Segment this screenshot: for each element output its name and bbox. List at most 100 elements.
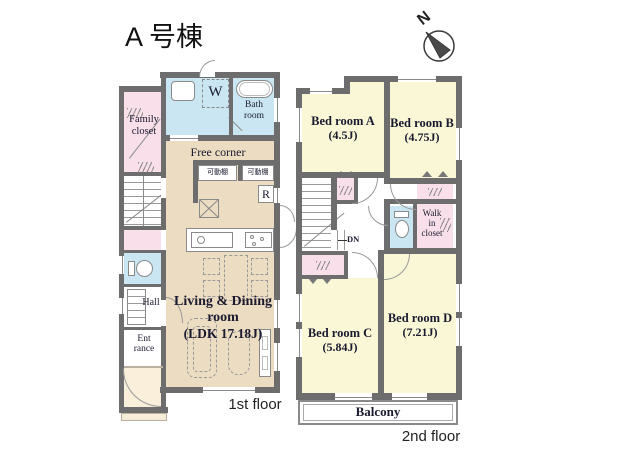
folding-door-mark <box>422 171 432 177</box>
sink-drain-icon <box>197 236 205 244</box>
wall <box>166 135 274 141</box>
wall <box>119 250 166 253</box>
wall <box>229 78 233 135</box>
sofa-seat <box>193 326 211 372</box>
wall <box>302 172 390 178</box>
wall <box>119 172 166 176</box>
wall <box>238 165 242 181</box>
living-dining-label-2: room <box>207 310 239 325</box>
wall <box>119 86 124 412</box>
family-closet-label: Family closet <box>129 114 159 137</box>
toilet-tank-icon <box>394 211 409 218</box>
wic-label-2: in <box>428 218 436 228</box>
tv-board-detail <box>262 356 268 370</box>
toilet-tank-icon <box>128 261 135 276</box>
coffee-table <box>228 331 250 375</box>
dining-chair <box>203 280 220 297</box>
window <box>274 343 280 371</box>
wall <box>456 76 462 400</box>
shoe-cabinet <box>127 289 146 325</box>
burner-dot <box>260 237 264 241</box>
window <box>296 294 302 322</box>
wall <box>302 275 348 279</box>
stove-icon <box>245 232 272 248</box>
washing-machine-label: W <box>208 84 223 100</box>
compass-north-label: N <box>414 8 434 29</box>
bathroom-label: Bath room <box>243 100 265 121</box>
balcony-label: Balcony <box>355 404 401 419</box>
door-opening <box>161 178 166 198</box>
window <box>456 318 462 346</box>
window <box>335 393 372 400</box>
window <box>274 300 280 328</box>
window <box>398 76 436 82</box>
burner-dot <box>252 242 256 246</box>
burner-dot <box>250 235 254 239</box>
wall <box>274 72 280 393</box>
wall <box>378 250 384 393</box>
window <box>392 393 427 400</box>
wall <box>119 226 166 230</box>
room-bed-a <box>350 82 384 96</box>
dining-chair <box>251 280 268 297</box>
stairs-2f <box>302 178 331 250</box>
living-dining-label-1: Living & Dining <box>173 294 273 309</box>
wall <box>161 393 166 408</box>
wic-label-1: Walk <box>422 208 442 218</box>
refrigerator-box <box>258 185 274 203</box>
window <box>119 298 124 314</box>
dining-table <box>224 255 248 301</box>
bedroom-a-label: Bed room A <box>311 114 375 128</box>
bedroom-b-label: Bed room B <box>390 116 454 130</box>
wall <box>296 393 462 400</box>
window <box>203 387 255 393</box>
dn-label: DN <box>347 234 360 244</box>
movable-shelf-label: 可動棚 <box>207 168 228 176</box>
wall <box>302 251 348 255</box>
wall <box>119 284 166 287</box>
page-title: A 号棟 <box>125 22 204 52</box>
bedroom-c-label: Bed room C <box>307 326 373 340</box>
wic-label-3: closet <box>421 228 443 238</box>
stairs-1f-divider <box>143 176 144 226</box>
closet-hatch-icon <box>316 261 330 270</box>
storage-cross-icon <box>199 199 219 218</box>
wall <box>384 199 462 204</box>
porch-step <box>121 413 167 421</box>
movable-shelf-box <box>242 165 274 181</box>
entrance-label-2: rance <box>133 344 155 354</box>
wall <box>384 77 390 172</box>
closet-hatch-icon <box>138 162 154 172</box>
balcony-inner-rail <box>303 404 453 421</box>
wall <box>296 88 302 400</box>
door-opening <box>161 300 166 326</box>
dn-pointer-line <box>338 240 347 241</box>
folding-door-mark <box>322 278 332 284</box>
wall <box>193 160 198 203</box>
room-bed-d <box>384 254 456 393</box>
wall <box>344 251 348 279</box>
window <box>456 128 462 160</box>
sofa-outline <box>187 318 217 378</box>
wall <box>384 178 462 184</box>
closet-hatch-icon <box>428 188 442 196</box>
window <box>274 188 280 203</box>
refrigerator-label: R <box>261 187 270 201</box>
room-bed-a <box>302 94 384 172</box>
floor1-caption: 1st floor <box>228 396 282 413</box>
toilet-bowl-icon <box>395 220 409 238</box>
entrance-step-line <box>124 366 163 368</box>
wall <box>160 72 280 78</box>
movable-shelf-label: 可動棚 <box>247 168 269 176</box>
toilet-bowl-icon <box>136 260 153 277</box>
wall <box>331 172 337 230</box>
dining-chair <box>251 258 268 275</box>
washing-machine-box <box>202 79 229 108</box>
floor2-caption: 2nd floor <box>401 428 461 445</box>
bedroom-d-label: Bed room D <box>387 311 453 325</box>
north-compass: N <box>414 8 455 62</box>
room-family-closet <box>124 92 164 172</box>
window <box>310 88 332 94</box>
window <box>296 108 302 142</box>
